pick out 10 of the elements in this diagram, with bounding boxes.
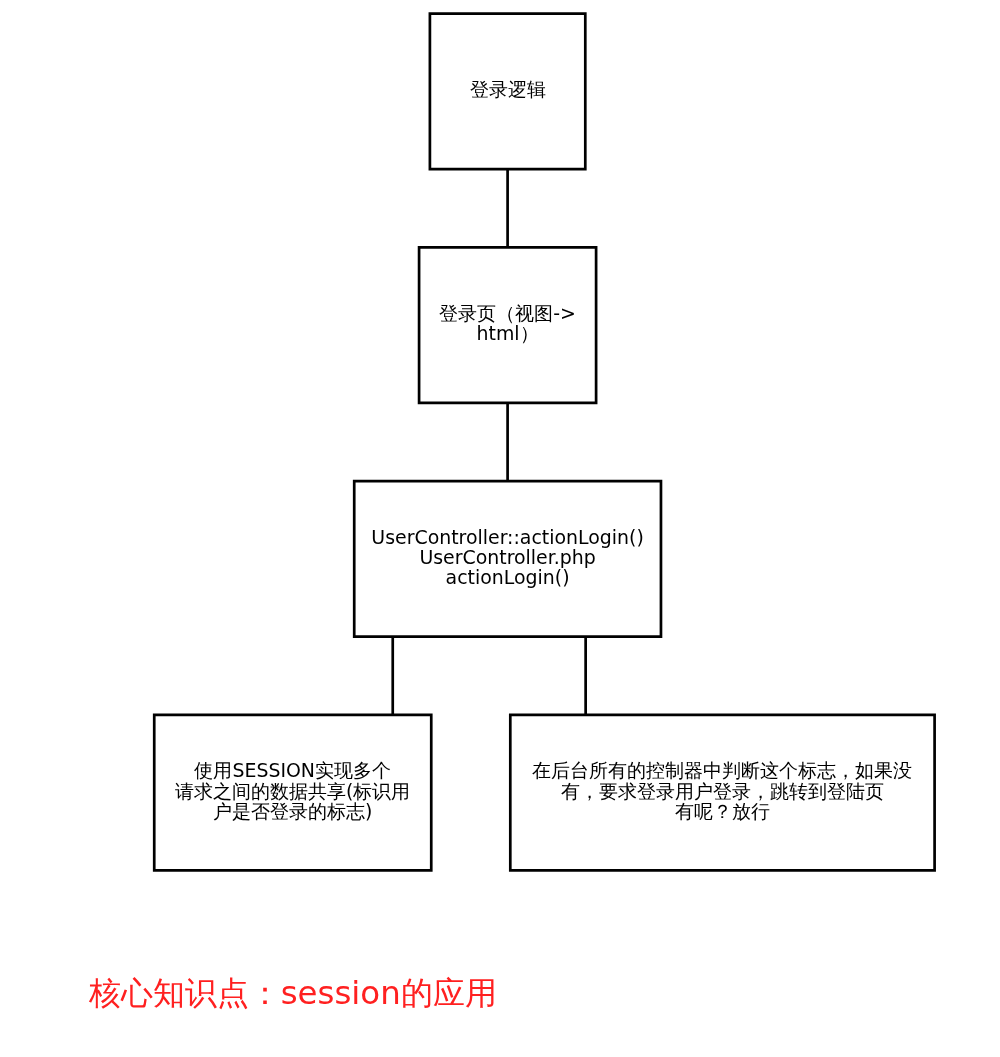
node-box: 在后台所有的控制器中判断这个标志，如果没有，要求登录用户登录，跳转到登陆页 有呢？放行 [508, 713, 936, 872]
node-box: 使用SESSION实现多个请求之间的数据共享(标识用户是否登录的标志) [152, 713, 433, 872]
connector [505, 403, 509, 481]
node-box: 登录页（视图->html） [417, 246, 597, 405]
node-box: UserController::actionLogin() UserController.php actionLogin() [352, 479, 662, 638]
connector [390, 636, 394, 715]
label: 核心知识点：session的应用 [88, 974, 497, 1013]
connector [583, 636, 587, 715]
connector [505, 169, 509, 248]
node-box: 登录逻辑 [428, 12, 587, 171]
